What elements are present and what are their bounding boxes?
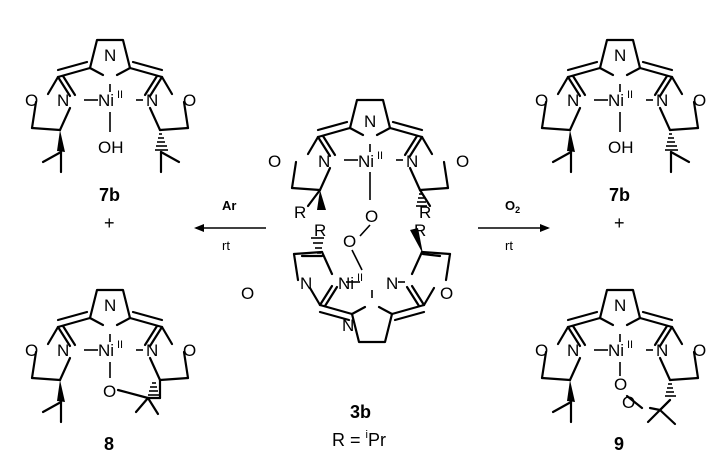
oxidation-state: II <box>627 89 633 101</box>
oxidation-state: II <box>377 150 383 162</box>
atom-o: O <box>693 91 706 110</box>
ligand-oh: OH <box>98 138 124 157</box>
atom-n: N <box>146 341 158 360</box>
bridge-o: O <box>365 207 378 226</box>
atom-n: N <box>567 341 579 360</box>
reagent-o2: O2 <box>505 198 520 215</box>
atom-n: N <box>614 46 626 65</box>
plus-sign: + <box>614 213 625 233</box>
atom-ni: Ni <box>358 152 374 171</box>
compound-label: 7b <box>99 185 120 205</box>
oxidation-state: II <box>117 339 123 351</box>
r-group: R <box>294 203 306 222</box>
atom-n: N <box>104 296 116 315</box>
complex-9 <box>540 288 700 426</box>
atom-o: O <box>241 284 254 303</box>
atom-n: N <box>57 341 69 360</box>
atom-o: O <box>456 152 469 171</box>
ligand-oh: OH <box>608 138 634 157</box>
reagent-ar: Ar <box>222 198 236 213</box>
atom-o: O <box>440 284 453 303</box>
oxidation-state: II <box>357 272 363 284</box>
ligand-o: O <box>103 382 116 401</box>
atom-n: N <box>318 152 330 171</box>
condition-rt: rt <box>222 238 230 253</box>
complex-7b-left <box>30 38 190 174</box>
atom-ni: Ni <box>608 91 624 110</box>
r-group: R <box>314 221 326 240</box>
atom-ni: Ni <box>338 274 354 293</box>
atom-o: O <box>268 152 281 171</box>
atom-o: O <box>535 91 548 110</box>
oxidation-state: II <box>627 339 633 351</box>
atom-n: N <box>57 91 69 110</box>
atom-ni: Ni <box>98 91 114 110</box>
atom-n: N <box>386 274 398 293</box>
compound-label: 3b <box>350 402 371 422</box>
complex-7b-right <box>540 38 700 174</box>
r-group: R <box>419 203 431 222</box>
compound-label: 9 <box>614 434 624 454</box>
atom-n: N <box>406 152 418 171</box>
compound-label: 8 <box>104 434 114 454</box>
atom-ni: Ni <box>608 341 624 360</box>
atom-n: N <box>104 46 116 65</box>
atom-n: N <box>656 91 668 110</box>
atom-n: N <box>614 296 626 315</box>
complex-3b <box>290 98 452 344</box>
atom-ni: Ni <box>98 341 114 360</box>
ligand-o: O <box>614 375 627 394</box>
arrow-right <box>478 224 550 232</box>
atom-o: O <box>183 341 196 360</box>
atom-o: O <box>25 91 38 110</box>
oxidation-state: II <box>117 89 123 101</box>
atom-o: O <box>25 341 38 360</box>
atom-n: N <box>300 274 312 293</box>
atom-o: O <box>183 91 196 110</box>
compound-label: 7b <box>609 185 630 205</box>
ligand-o: O <box>622 393 635 412</box>
plus-sign: + <box>104 213 115 233</box>
atom-n: N <box>342 316 354 335</box>
atom-n: N <box>656 341 668 360</box>
condition-rt: rt <box>505 238 513 253</box>
atom-n: N <box>567 91 579 110</box>
arrow-left <box>194 224 266 232</box>
r-group: R <box>414 221 426 240</box>
atom-n: N <box>364 112 376 131</box>
atom-n: N <box>146 91 158 110</box>
r-definition: R = iPr <box>332 429 386 450</box>
atom-o: O <box>535 341 548 360</box>
atom-o: O <box>693 341 706 360</box>
bridge-o: O <box>343 232 356 251</box>
complex-8 <box>30 288 190 424</box>
